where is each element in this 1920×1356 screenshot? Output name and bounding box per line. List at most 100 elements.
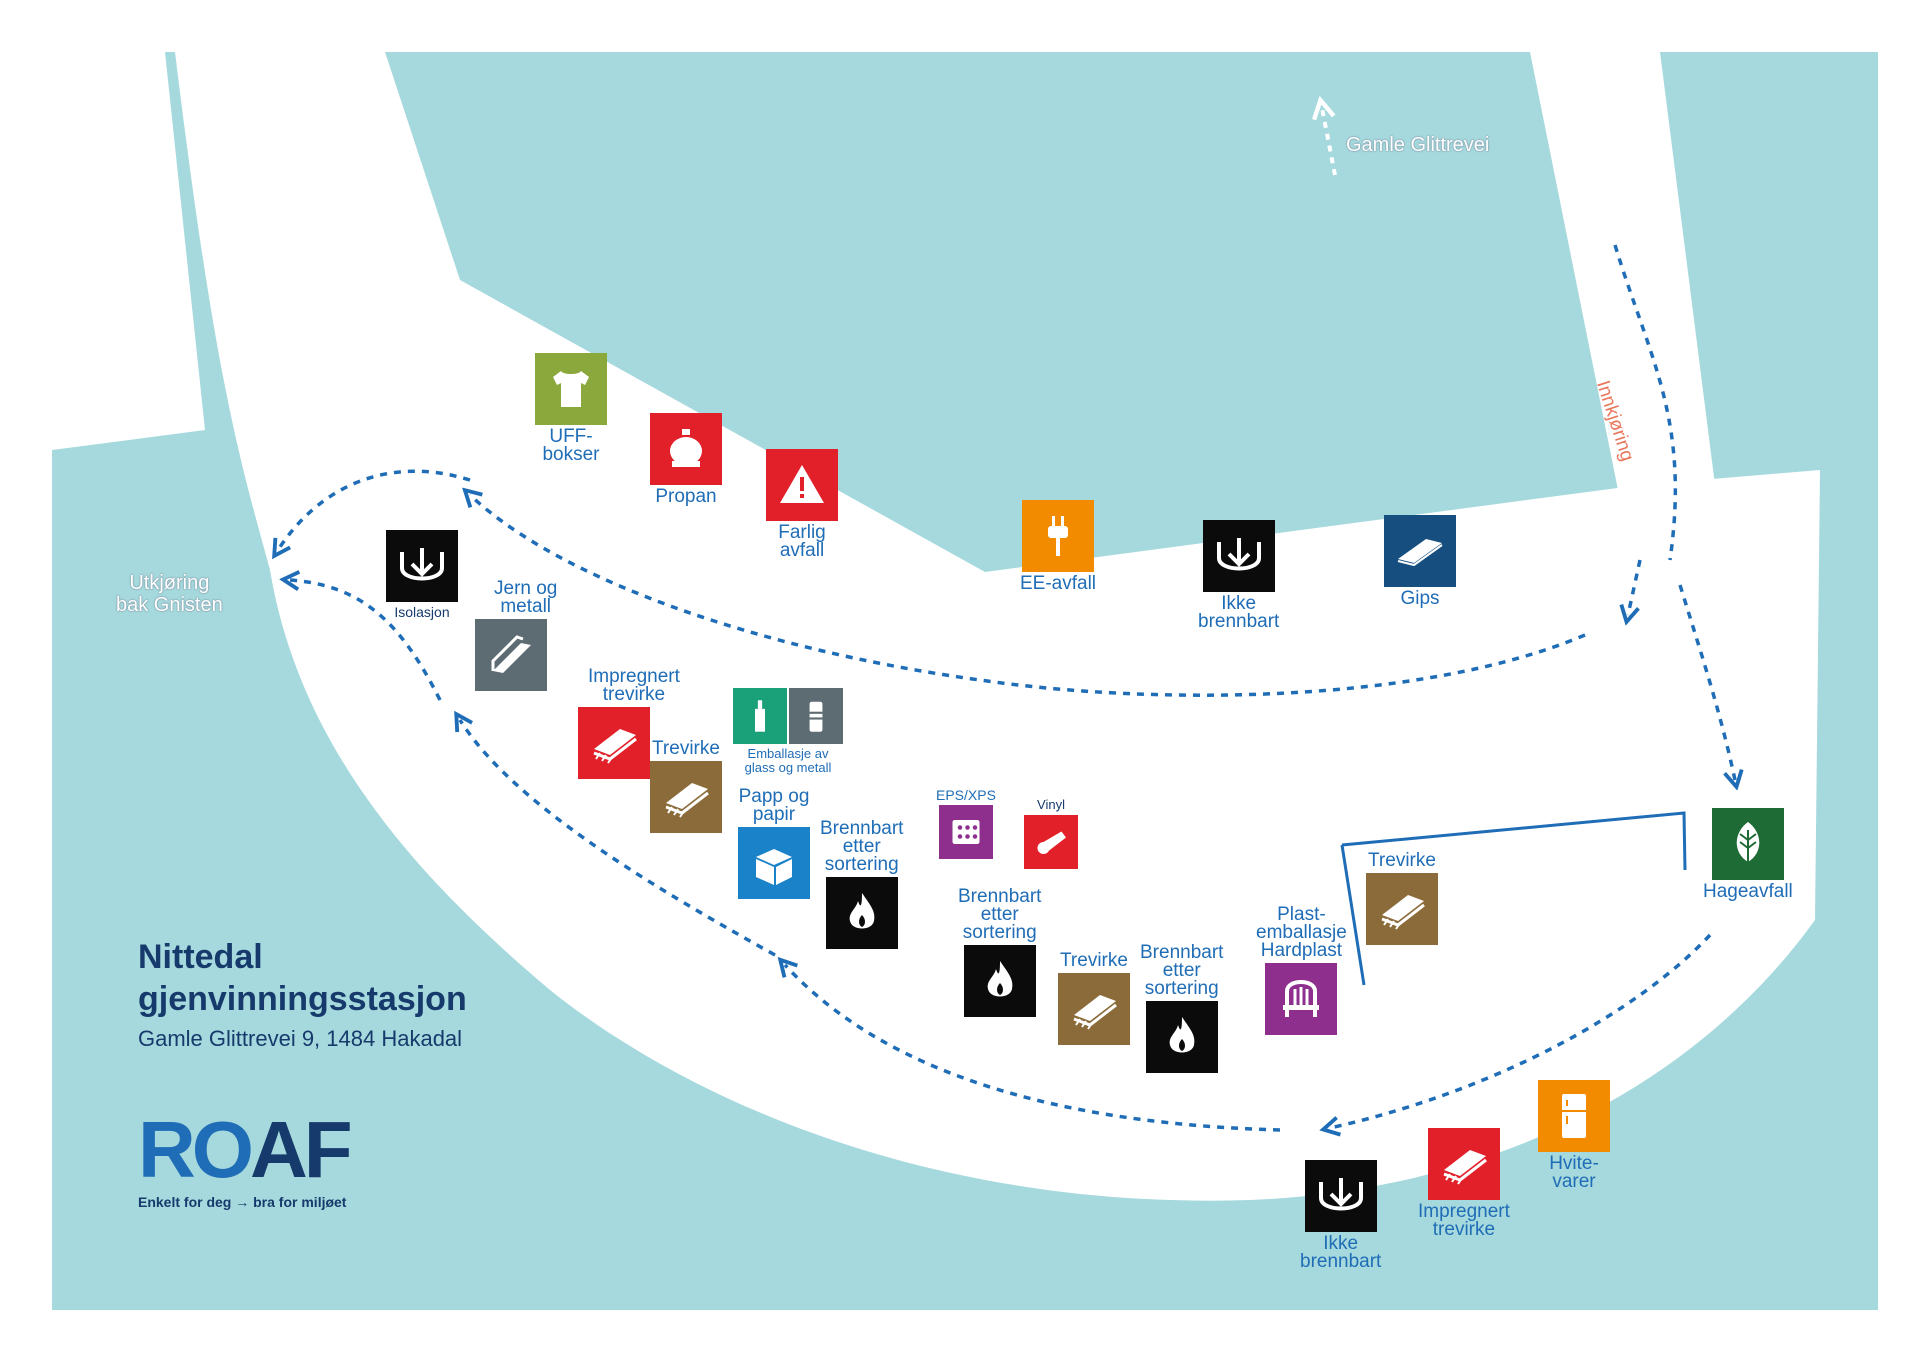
title-block: Nittedal gjenvinningsstasjon Gamle Glitt… bbox=[138, 936, 467, 1052]
station-impregnert-2[interactable]: Impregnert trevirke bbox=[1418, 1128, 1510, 1239]
station-uff[interactable]: UFF- bokser bbox=[535, 353, 607, 464]
station-trevirke-1[interactable]: Trevirke bbox=[650, 738, 722, 833]
gips-label: Gips bbox=[1400, 588, 1440, 609]
route-bottom bbox=[785, 965, 1281, 1132]
ikke1-label: Ikke brennbart bbox=[1198, 593, 1280, 632]
utkjoring-label: Utkjøring bak Gnisten bbox=[116, 572, 223, 616]
station-propan[interactable]: Propan bbox=[650, 413, 722, 506]
station-emballasje[interactable]: Emballasje av glass og metall bbox=[733, 688, 843, 775]
route-to-hage bbox=[1678, 584, 1735, 780]
route-right-lower bbox=[1330, 933, 1712, 1128]
vinyl-label: Vinyl bbox=[1037, 797, 1065, 812]
station-ikke-brennbart-1[interactable]: Ikke brennbart bbox=[1198, 520, 1279, 631]
partition-line-2 bbox=[1340, 844, 1366, 986]
station-eps[interactable]: EPS/XPS bbox=[936, 788, 996, 859]
hage-label: Hageavfall bbox=[1703, 881, 1793, 902]
entry-road bbox=[1530, 52, 1715, 500]
impreg1-tile bbox=[577, 707, 650, 779]
route-entry bbox=[1613, 244, 1678, 561]
warning-icon bbox=[780, 465, 824, 503]
impreg2-label: Impregnert trevirke bbox=[1418, 1201, 1510, 1240]
trevirke1-label: Trevirke bbox=[652, 738, 720, 759]
farlig-label: Farlig avfall bbox=[778, 522, 826, 561]
eps-tile bbox=[938, 805, 993, 859]
wood-icon bbox=[665, 783, 709, 818]
ikke2-label: Ikke brennbart bbox=[1300, 1233, 1382, 1272]
flame-icon bbox=[1169, 1017, 1195, 1053]
station-ikke-brennbart-2[interactable]: Ikke brennbart bbox=[1300, 1160, 1381, 1271]
route-exit-top bbox=[278, 469, 471, 550]
station-vinyl[interactable]: Vinyl bbox=[1024, 798, 1078, 869]
propan-label: Propan bbox=[655, 486, 717, 507]
papp-label: Papp og papir bbox=[738, 786, 810, 825]
styrofoam-icon bbox=[952, 820, 980, 844]
flame-icon bbox=[849, 893, 875, 929]
route-upper-loop bbox=[470, 495, 1586, 697]
left-road bbox=[52, 52, 205, 450]
wood-icon bbox=[1443, 1150, 1487, 1185]
vinyl-tile bbox=[1024, 815, 1078, 869]
trevirke2-tile bbox=[1058, 973, 1130, 1045]
station-gips[interactable]: Gips bbox=[1384, 515, 1456, 608]
isolasjon-tile bbox=[386, 530, 458, 602]
hvite-tile bbox=[1538, 1080, 1610, 1152]
station-hage[interactable]: Hageavfall bbox=[1703, 808, 1793, 901]
hage-tile bbox=[1711, 808, 1784, 880]
ikke1-tile bbox=[1202, 520, 1275, 592]
brenn3-label: Brennbart etter sortering bbox=[1140, 942, 1224, 999]
brenn2-tile bbox=[963, 945, 1036, 1017]
trevirke3-label: Trevirke bbox=[1368, 850, 1436, 871]
partition-line bbox=[1341, 811, 1687, 871]
station-hvitevarer[interactable]: Hvite- varer bbox=[1538, 1080, 1610, 1191]
papp-tile bbox=[738, 827, 810, 899]
brenn3-tile bbox=[1145, 1001, 1218, 1073]
farlig-tile bbox=[766, 449, 838, 521]
impreg1-label: Impregnert trevirke bbox=[588, 666, 680, 705]
route-entry-arrow bbox=[1628, 559, 1642, 615]
station-brennbart-3[interactable]: Brennbart etter sortering bbox=[1140, 942, 1224, 1073]
jern-tile bbox=[474, 619, 547, 691]
station-papp[interactable]: Papp og papir bbox=[738, 786, 810, 899]
emballasje-label: Emballasje av glass og metall bbox=[744, 746, 832, 775]
station-trevirke-3[interactable]: Trevirke bbox=[1366, 850, 1438, 945]
logo-tagline: Enkelt for deg → bra for miljøet bbox=[138, 1194, 347, 1210]
station-trevirke-2[interactable]: Trevirke bbox=[1058, 950, 1130, 1045]
flame-icon bbox=[987, 961, 1013, 997]
isolasjon-label: Isolasjon bbox=[394, 604, 450, 620]
ee-label: EE-avfall bbox=[1020, 573, 1097, 594]
trevirke1-tile bbox=[650, 761, 722, 833]
address: Gamle Glittrevei 9, 1484 Hakadal bbox=[138, 1026, 463, 1051]
station-brennbart-2[interactable]: Brennbart etter sortering bbox=[958, 886, 1042, 1017]
roaf-logo: ROAF Enkelt for deg → bra for miljøet bbox=[138, 1110, 353, 1211]
ikke2-tile bbox=[1304, 1160, 1377, 1232]
bottle-icon bbox=[755, 700, 765, 732]
station-brennbart-1[interactable]: Brennbart etter sortering bbox=[820, 819, 903, 949]
can-icon bbox=[809, 701, 823, 732]
station-plast[interactable]: Plast- emballasje Hardplast bbox=[1256, 905, 1347, 1035]
non-combustible-icon bbox=[1318, 1178, 1363, 1211]
brenn2-label: Brennbart etter sortering bbox=[958, 886, 1042, 943]
metal-icon bbox=[491, 635, 531, 673]
non-combustible-icon bbox=[1216, 538, 1261, 571]
jern-label: Jern og metall bbox=[494, 578, 558, 617]
route-left-lower bbox=[460, 720, 776, 957]
tshirt-icon bbox=[553, 371, 589, 407]
wood-icon bbox=[1381, 895, 1425, 930]
propan-tile bbox=[650, 413, 722, 485]
page-title: Nittedal gjenvinningsstasjon bbox=[138, 938, 467, 1018]
station-impregnert-1[interactable]: Impregnert trevirke bbox=[548, 666, 680, 779]
fridge-icon bbox=[1562, 1094, 1586, 1138]
leaf-icon bbox=[1736, 822, 1760, 868]
hvite-label: Hvite- varer bbox=[1549, 1153, 1599, 1192]
station-ee[interactable]: EE-avfall bbox=[1020, 500, 1096, 593]
can-tile bbox=[789, 688, 843, 744]
wood-icon bbox=[1073, 995, 1117, 1030]
station-isolasjon[interactable]: Isolasjon bbox=[386, 530, 458, 619]
station-farlig[interactable]: Farlig avfall bbox=[766, 449, 838, 560]
uff-label: UFF- bokser bbox=[542, 426, 600, 465]
non-combustible-icon bbox=[400, 548, 444, 581]
station-jern[interactable]: Jern og metall bbox=[464, 578, 558, 691]
ee-tile bbox=[1022, 500, 1095, 572]
route-left-exit bbox=[290, 580, 442, 701]
trevirke2-label: Trevirke bbox=[1060, 950, 1128, 971]
